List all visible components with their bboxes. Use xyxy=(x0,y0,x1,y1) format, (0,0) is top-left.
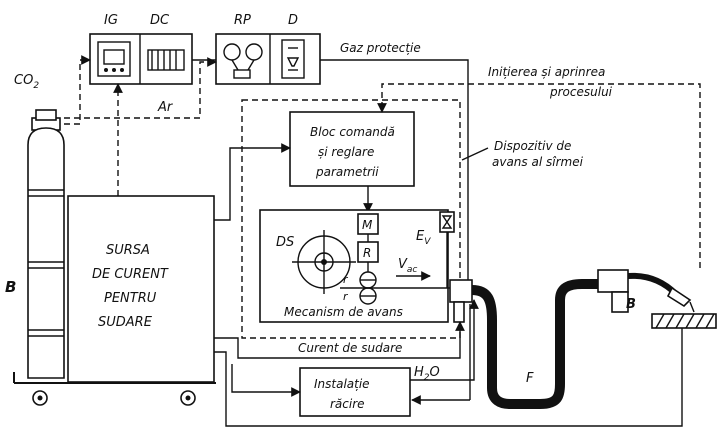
feed-mechanism xyxy=(259,209,449,323)
co2-label: CO2 xyxy=(14,73,39,91)
flowmeter-icon xyxy=(281,39,305,79)
initiation-label-2: procesului xyxy=(549,85,613,99)
ig-dc-unit xyxy=(89,33,193,85)
motor-label: M xyxy=(362,218,373,232)
ev-label: EV xyxy=(416,229,431,247)
power-source-label-4: SUDARE xyxy=(98,315,153,330)
control-label-1: Bloc comandă xyxy=(310,125,395,139)
ds-label: DS xyxy=(276,235,294,250)
feed-device-label-1: Dispozitiv de xyxy=(494,139,571,153)
cooling-label-2: răcire xyxy=(330,397,365,411)
coil-icon xyxy=(147,49,185,71)
roller-label-1: r xyxy=(343,273,349,286)
wire-feed-device xyxy=(241,99,461,339)
mechanism-label: Mecanism de avans xyxy=(284,305,403,319)
power-source-label-2: DE CURENT xyxy=(92,267,169,282)
welding-hose xyxy=(471,279,598,409)
hose-connector xyxy=(449,279,473,303)
gas-label: Gaz protecție xyxy=(340,41,421,55)
rp-d-unit xyxy=(215,33,321,85)
torch-label: B xyxy=(626,297,636,312)
control-label-3: parametrii xyxy=(315,165,379,179)
hose-label: F xyxy=(526,371,534,386)
rp-label: RP xyxy=(234,13,251,28)
cylinder-label: B xyxy=(5,278,16,296)
gas-cylinder xyxy=(27,109,65,379)
feed-device-label-2: avans al sîrmei xyxy=(492,155,584,169)
dc-label: DC xyxy=(150,13,170,28)
valve-icon xyxy=(441,215,453,229)
control-label-2: și reglare xyxy=(318,145,374,159)
reducer-label: R xyxy=(363,246,371,260)
power-source-label-3: PENTRU xyxy=(104,291,157,306)
welding-torch xyxy=(597,269,695,313)
cooling-unit xyxy=(299,367,411,417)
current-label: Curent de sudare xyxy=(298,341,402,355)
power-source xyxy=(13,195,216,406)
vac-label: Vac xyxy=(398,257,417,275)
roller-label-2: r xyxy=(343,290,349,303)
initiation-label-1: Inițierea și aprinrea xyxy=(488,65,605,79)
power-source-label-1: SURSA xyxy=(106,243,150,258)
d-label: D xyxy=(288,13,298,28)
h2o-label: H2O xyxy=(414,365,440,383)
control-block xyxy=(289,111,415,187)
ig-label: IG xyxy=(104,13,118,28)
cooling-label-1: Instalație xyxy=(314,377,370,391)
ar-label: Ar xyxy=(157,100,174,115)
